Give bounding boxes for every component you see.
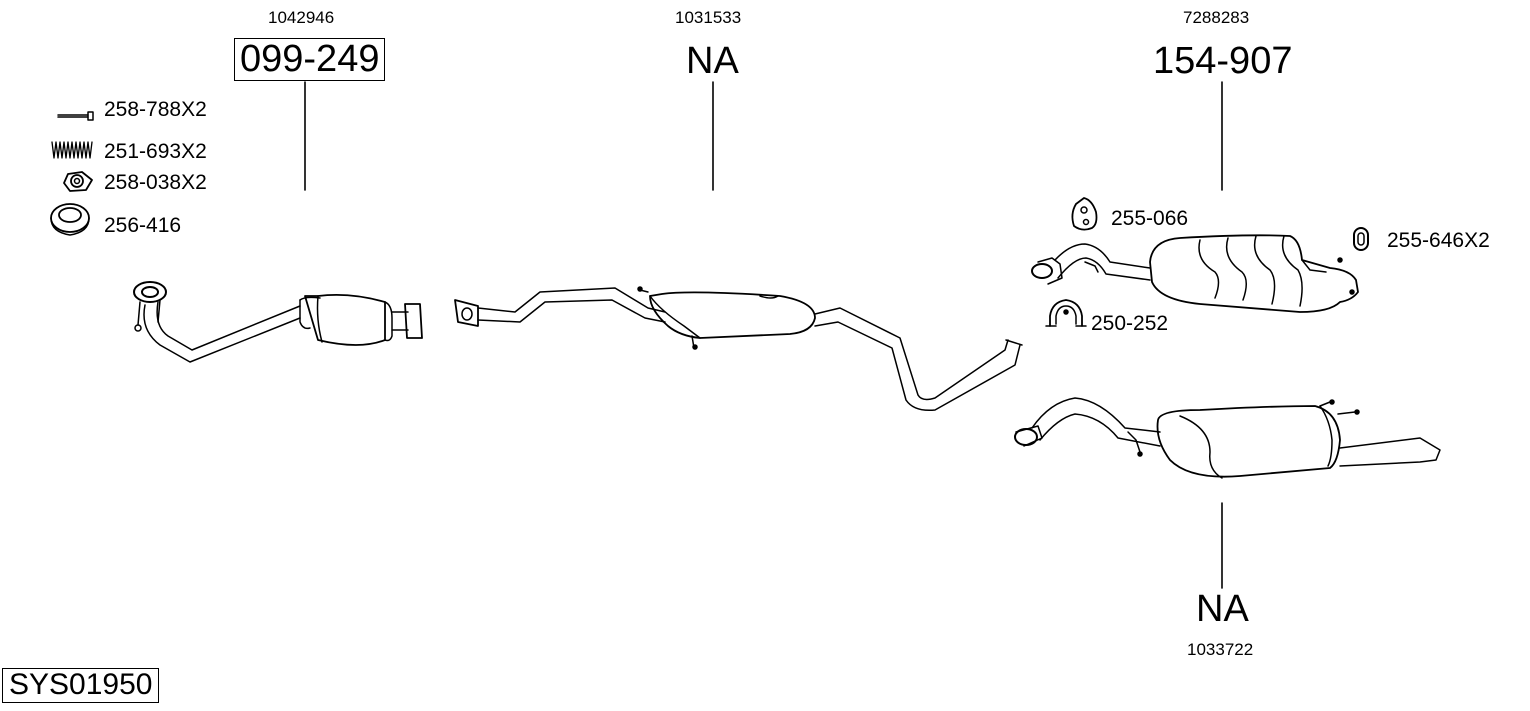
accessory-code-250-252: 250-252 bbox=[1091, 312, 1169, 335]
rubber-hanger-icon bbox=[1071, 197, 1098, 231]
front-pipe-catalyst-drawing bbox=[133, 281, 423, 363]
diagram-id-label: SYS01950 bbox=[2, 668, 160, 703]
rubber-ring-icon bbox=[1353, 227, 1369, 251]
spring-icon bbox=[51, 141, 93, 159]
gasket-ring-icon bbox=[50, 203, 90, 236]
rear-silencer-1033722-drawing bbox=[1014, 397, 1441, 479]
accessory-code-258-038X2: 258-038X2 bbox=[104, 171, 207, 194]
accessory-code-255-646X2: 255-646X2 bbox=[1387, 229, 1490, 252]
accessory-code-251-693X2: 251-693X2 bbox=[104, 140, 207, 163]
part-ref-1031533: 1031533 bbox=[675, 8, 742, 27]
part-ref-7288283: 7288283 bbox=[1183, 8, 1250, 27]
accessory-code-258-788X2: 258-788X2 bbox=[104, 98, 207, 121]
part-ref-1042946: 1042946 bbox=[268, 8, 335, 27]
part-code-na-middle: NA bbox=[686, 40, 739, 82]
part-code-099-249: 099-249 bbox=[234, 38, 386, 81]
accessory-code-256-416: 256-416 bbox=[104, 214, 182, 237]
bolt-icon bbox=[57, 111, 94, 121]
part-code-154-907: 154-907 bbox=[1153, 40, 1293, 82]
part-code-na-rear: NA bbox=[1196, 588, 1249, 630]
rear-silencer-154-907-drawing bbox=[1031, 234, 1359, 313]
middle-pipe-silencer-drawing bbox=[454, 286, 1023, 412]
nut-icon bbox=[63, 171, 93, 192]
accessory-code-255-066: 255-066 bbox=[1111, 207, 1189, 230]
clamp-icon bbox=[1045, 299, 1087, 327]
part-ref-1033722: 1033722 bbox=[1187, 640, 1254, 659]
